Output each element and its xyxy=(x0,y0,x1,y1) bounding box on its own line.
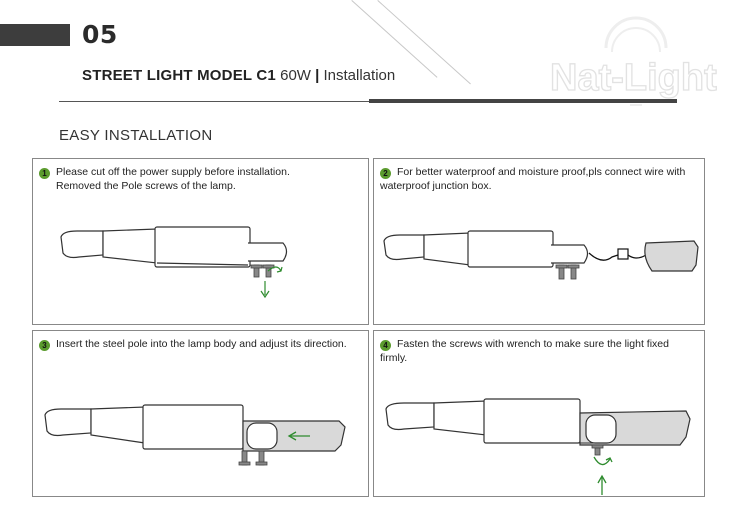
model-name: STREET LIGHT MODEL C1 xyxy=(82,67,276,84)
step-3-text: 3 Insert the steel pole into the lamp bod… xyxy=(39,337,362,351)
section-name: Installation xyxy=(323,67,396,84)
lamp-illustration-4 xyxy=(385,398,691,495)
product-title: STREET LIGHT MODEL C1 60W | Installation xyxy=(82,67,395,84)
step-4-line-1: Fasten the screws with wrench to make su… xyxy=(380,338,669,364)
step-2-text: 2 For better waterproof and moisture proo… xyxy=(380,165,698,193)
step-panel-3: 3 Insert the steel pole into the lamp bod… xyxy=(32,330,369,497)
step-number-badge: 3 xyxy=(39,340,50,351)
step-3-line-1: Insert the steel pole into the lamp body… xyxy=(56,338,347,350)
header-rule-accent xyxy=(369,99,677,103)
step-2-line-2: waterproof junction box. xyxy=(380,180,492,192)
wattage: 60W xyxy=(280,67,311,84)
page-number: 05 xyxy=(82,20,118,49)
step-number-badge: 2 xyxy=(380,168,391,179)
step-1-line-1: Please cut off the power supply before i… xyxy=(56,166,290,178)
step-number-badge: 1 xyxy=(39,168,50,179)
page-number-bar xyxy=(0,24,70,46)
header-rule xyxy=(59,101,369,102)
step-panel-1: 1 Please cut off the power supply before … xyxy=(32,158,369,325)
brand-logo: Nat-Light xyxy=(548,12,723,112)
title-separator: | xyxy=(315,67,320,84)
step-2-line-1: For better waterproof and moisture proof… xyxy=(397,166,686,178)
step-panel-2: 2 For better waterproof and moisture proo… xyxy=(373,158,705,325)
svg-text:Nat-Light: Nat-Light xyxy=(550,57,717,99)
step-1-line-2: Removed the Pole screws of the lamp. xyxy=(56,180,236,192)
step-number-badge: 4 xyxy=(380,340,391,351)
step-1-text: 1 Please cut off the power supply before … xyxy=(39,165,362,193)
section-title: EASY INSTALLATION xyxy=(59,127,213,144)
lamp-illustration-2 xyxy=(383,230,699,280)
lamp-illustration-3 xyxy=(44,404,346,466)
lamp-illustration-1 xyxy=(60,226,288,299)
